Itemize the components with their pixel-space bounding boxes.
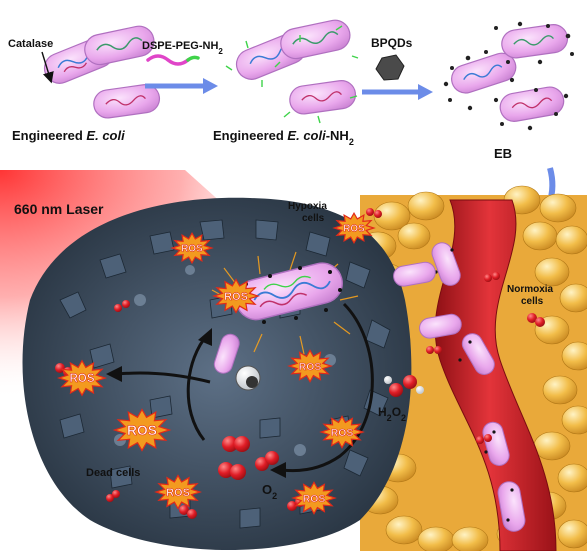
label-h2o2: H2O2 [378,405,406,423]
peg-hairs [225,25,359,124]
label-catalase: Catalase [8,38,53,50]
ros-burst: ROS [212,278,260,314]
label-eb: EB [494,146,512,161]
label-dspe-peg-nh2: DSPE-PEG-NH2 [142,40,223,56]
ros-label: ROS [127,423,157,438]
ros-burst: ROS [56,359,108,397]
ros-label: ROS [343,224,365,235]
ros-label: ROS [224,291,248,303]
blood-vessel [431,199,557,552]
central-eb-bacterium [211,251,359,355]
ecoli-cluster-2 [225,19,359,124]
small-eb-bacterium [419,313,462,339]
label-engineered-ecoli-nh2: Engineered E. coli-NH2 [213,128,354,147]
label-laser: 660 nm Laser [14,201,104,217]
ros-label: ROS [69,372,94,385]
cycle-arrow-right-head [270,462,286,478]
arrow-step-2-head [418,84,433,100]
h2o2-molecule [384,375,424,397]
ros-label: ROS [166,487,190,499]
vessel-bpqd-dots [434,248,514,522]
ros-burst: ROS [154,474,202,510]
bpqd-coating [443,21,574,131]
small-eb-bacterium [393,261,436,287]
bacterium-shape [451,52,517,94]
ros-burst: ROS [332,212,376,244]
vessel-bacteria [431,242,526,532]
ros-bursts: ROS ROS ROS ROS ROS ROS ROS ROS ROS [56,212,376,515]
ros-label: ROS [299,362,322,373]
arrow-to-ros [117,371,211,384]
label-engineered-ecoli: Engineered E. coli [12,128,125,143]
ros-burst: ROS [319,415,365,449]
bacterium-shape [280,19,351,60]
bpqd-particle-icon [375,54,405,81]
cycle-arrow-left-head [198,328,212,346]
peg-chain-icon [146,54,190,66]
ros-label: ROS [331,428,354,439]
bacterium-shape [501,24,569,59]
ros-label: ROS [181,244,203,255]
small-eb-bacterium [213,333,240,374]
ecoli-cluster-1 [43,25,161,119]
label-dead-cells: Dead cells [86,467,140,479]
ros-burst: ROS [287,349,333,383]
ros-burst: ROS [291,481,337,515]
nh2-tail-icon [186,55,200,62]
ros-burst: ROS [170,232,214,265]
o2-molecules [218,436,279,480]
bacterium-shape [499,86,565,122]
ros-burst: ROS [112,408,172,452]
bacterium-shape [84,25,155,66]
bacterium-shape [289,80,357,115]
catalase-pointer [41,51,54,84]
arrow-step-1-head [203,78,218,94]
bacterium-shape [93,84,161,119]
cycle-arrow-left [186,333,210,441]
label-bpqds: BPQDs [371,36,413,50]
eb-cluster [443,21,574,131]
bpqd-core-dot [246,376,258,388]
label-o2: O2 [262,482,277,501]
ros-label: ROS [303,494,326,505]
arrow-to-ros-head [106,366,122,382]
